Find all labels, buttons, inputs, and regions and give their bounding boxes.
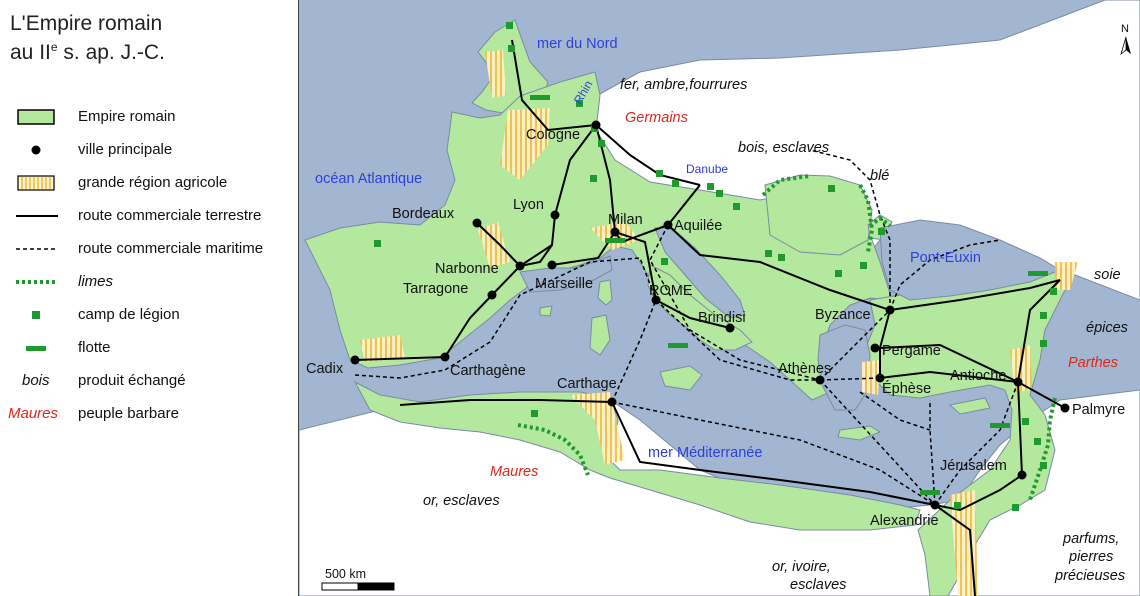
city-label: Palmyre xyxy=(1072,402,1125,418)
city-label: Marseille xyxy=(535,276,593,292)
scale-label: 500 km xyxy=(325,567,366,581)
city-markers xyxy=(350,120,1070,510)
legend-limes: limes xyxy=(8,271,298,293)
product-label: soie xyxy=(1094,267,1121,283)
north-arrow-icon: N xyxy=(1120,23,1131,56)
product-label: esclaves xyxy=(790,577,846,593)
scale-bar: 500 km xyxy=(321,567,395,591)
product-label: blé xyxy=(870,168,889,184)
sea-label: mer du Nord xyxy=(537,36,618,52)
city-label: Alexandrie xyxy=(870,513,939,529)
city-label: Athènes xyxy=(778,361,831,377)
city-dot-icon xyxy=(31,145,41,155)
product-label: fer, ambre,fourrures xyxy=(620,77,747,93)
people-labels: Germains Maures Parthes xyxy=(490,110,1118,480)
inner-seas xyxy=(519,219,1062,411)
legend-agri: grande région agricole xyxy=(8,172,298,194)
city-label: Bordeaux xyxy=(392,206,455,222)
map-title-line1: L'Empire romain xyxy=(10,12,163,35)
legend-land-route: route commerciale terrestre xyxy=(8,205,298,227)
land-route-icon xyxy=(16,215,58,217)
map-canvas: Cologne Lyon Bordeaux Milan Aquilée Narb… xyxy=(299,0,1140,596)
land-routes xyxy=(354,39,1066,596)
city-label: Narbonne xyxy=(435,261,499,277)
svg-text:N: N xyxy=(1121,23,1129,35)
sea-routes xyxy=(354,149,1019,506)
people-label: Germains xyxy=(625,110,688,126)
product-label: pierres xyxy=(1068,549,1113,565)
city-labels: Cologne Lyon Bordeaux Milan Aquilée Narb… xyxy=(306,127,1125,529)
river-label: Danube xyxy=(686,162,728,176)
city-label: Carthagène xyxy=(450,363,526,379)
legend-sea-route: route commerciale maritime xyxy=(8,238,298,260)
legend-camp: camp de légion xyxy=(8,304,298,326)
sea-label: océan Atlantique xyxy=(315,171,422,187)
product-label: parfums, xyxy=(1062,531,1119,547)
product-label: épices xyxy=(1086,320,1128,336)
product-label: précieuses xyxy=(1054,568,1125,584)
legend-empire: Empire romain xyxy=(8,106,298,128)
product-sample: bois xyxy=(22,372,50,389)
product-label: or, ivoire, xyxy=(772,559,831,575)
city-label: ROME xyxy=(649,283,693,299)
camp-icon xyxy=(32,311,40,319)
city-label: Jérusalem xyxy=(940,458,1007,474)
legend-city: ville principale xyxy=(8,139,298,161)
city-label: Byzance xyxy=(815,307,871,323)
agri-swatch xyxy=(17,175,55,191)
people-label: Parthes xyxy=(1068,355,1118,371)
city-label: Lyon xyxy=(513,197,544,213)
water-labels: mer du Nord océan Atlantique Rhin Danube… xyxy=(315,36,981,461)
product-label: bois, esclaves xyxy=(738,140,829,156)
people-label: Maures xyxy=(490,464,538,480)
city-label: Éphèse xyxy=(882,380,931,397)
legend-product: bois produit échangé xyxy=(22,372,186,389)
limes-lines xyxy=(517,174,1057,501)
islands xyxy=(539,279,991,441)
empire-swatch xyxy=(17,109,55,125)
map-title-line2: au IIe s. ap. J.-C. xyxy=(10,40,165,64)
fleet-icon xyxy=(26,346,46,351)
people-sample: Maures xyxy=(8,405,59,422)
city-label: Antioche xyxy=(950,368,1006,384)
product-labels: fer, ambre,fourrures bois, esclaves blé … xyxy=(423,77,1128,593)
city-label: Carthage xyxy=(557,376,617,392)
city-label: Brindisi xyxy=(698,310,746,326)
city-label: Milan xyxy=(608,212,643,228)
product-label: or, esclaves xyxy=(423,493,500,509)
fleets xyxy=(530,95,1048,495)
legend-people: Maures peuple barbare xyxy=(8,405,179,422)
legend-panel: L'Empire romain au IIe s. ap. J.-C. Empi… xyxy=(0,0,299,596)
sea-label: Pont-Euxin xyxy=(910,250,981,266)
sea-route-icon xyxy=(16,248,58,250)
limes-icon xyxy=(16,280,58,284)
legend-fleet: flotte xyxy=(8,337,298,359)
sea-label: mer Méditerranée xyxy=(648,445,762,461)
city-label: Pergame xyxy=(882,343,941,359)
city-label: Tarragone xyxy=(403,281,468,297)
legion-camps xyxy=(374,22,1057,511)
city-label: Aquilée xyxy=(674,218,722,234)
city-label: Cologne xyxy=(526,127,580,143)
city-label: Cadix xyxy=(306,361,344,377)
